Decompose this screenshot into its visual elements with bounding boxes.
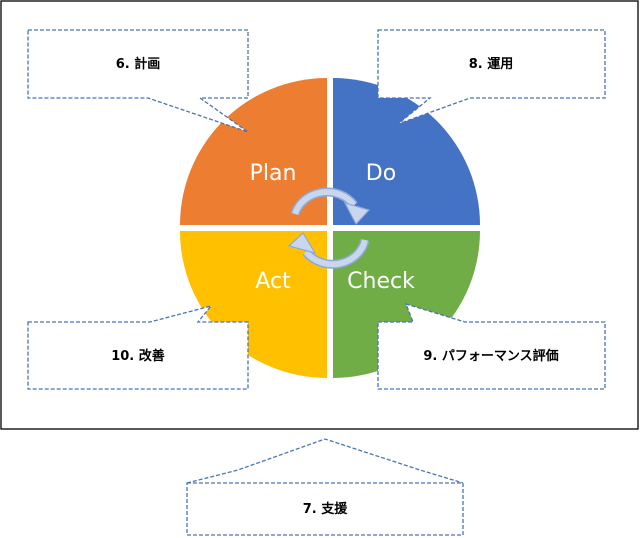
callout-check-text: 9. パフォーマンス評価	[423, 348, 558, 364]
act-label: Act	[255, 269, 291, 294]
callout-plan: 6. 計画	[27, 29, 249, 133]
cycle-arrowhead-bottom	[287, 232, 317, 254]
callout-plan-text: 6. 計画	[116, 56, 161, 72]
quadrant-do	[333, 78, 480, 225]
cycle-arrowhead-top	[343, 202, 371, 226]
quadrant-act	[180, 231, 327, 378]
callout-do-text: 8. 運用	[469, 57, 514, 72]
callout-act: 10. 改善	[27, 304, 249, 390]
callout-do: 8. 運用	[377, 29, 606, 125]
callout-support: 7. 支援	[186, 438, 464, 536]
do-label: Do	[366, 161, 396, 186]
plan-label: Plan	[250, 161, 297, 186]
callout-support-text: 7. 支援	[303, 501, 349, 517]
callout-check: 9. パフォーマンス評価	[377, 302, 606, 390]
check-label: Check	[347, 269, 415, 294]
cycle-arrow-icon	[287, 187, 371, 269]
quadrant-plan	[180, 78, 327, 225]
callout-act-text: 10. 改善	[111, 348, 165, 364]
